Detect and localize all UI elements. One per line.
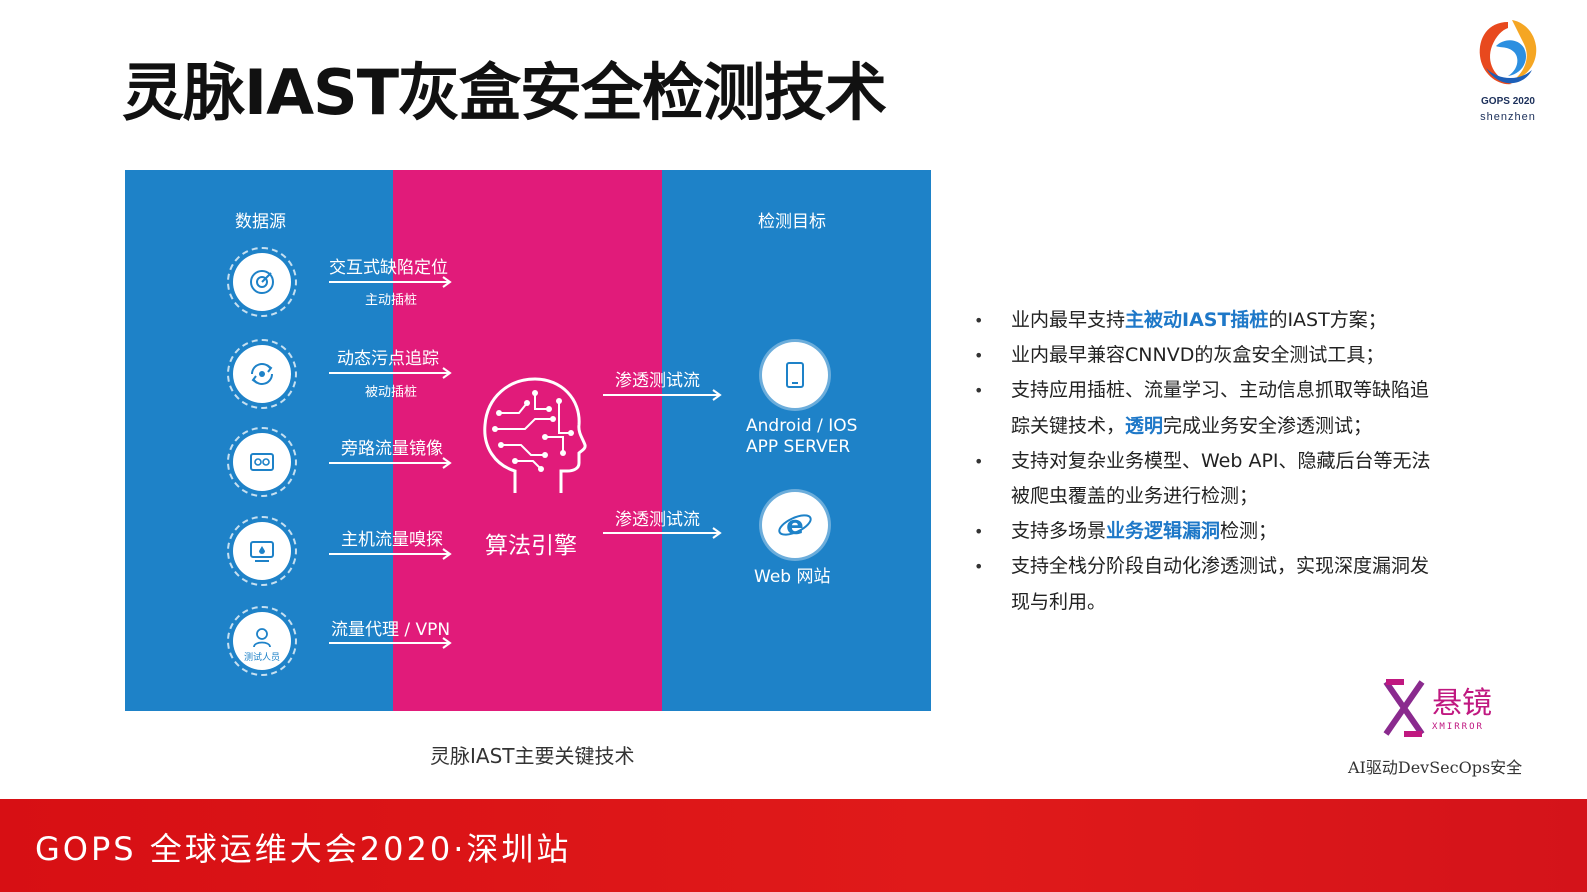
source-circle-5: 测试人员 — [227, 606, 297, 676]
source-label-3: 旁路流量镜像 — [341, 439, 443, 459]
feature-item: • 业内最早兼容CNNVD的灰盒安全测试工具； — [970, 338, 1440, 373]
footer-text: GOPS 全球运维大会2020·深圳站 — [35, 830, 572, 868]
feature-text: 支持全栈分阶段自动化渗透测试，实现深度漏洞发现与利用。 — [1011, 555, 1430, 613]
feature-item: • 支持多场景业务逻辑漏洞检测； — [970, 514, 1440, 549]
target-header: 检测目标 — [758, 212, 826, 232]
feature-text: 完成业务安全渗透测试； — [1163, 414, 1373, 437]
feature-text: 检测； — [1220, 520, 1278, 543]
source-circle-2 — [227, 339, 297, 409]
source-arrow-2 — [329, 367, 452, 379]
phone-icon — [786, 362, 804, 388]
feature-text: 支持多场景 — [1011, 520, 1107, 543]
brand-tagline: AI驱动DevSecOps安全 — [1348, 758, 1523, 777]
source-circle-4 — [227, 516, 297, 586]
brand-name: 悬镜 — [1432, 686, 1492, 721]
target-app-line2: APP SERVER — [746, 437, 851, 457]
browser-icon: e — [778, 511, 812, 541]
target-column — [662, 170, 931, 711]
flow-label-1: 渗透测试流 — [615, 371, 700, 391]
feature-text: 支持应用插桩、流量学习、主动信息抓取等缺陷追踪关键技术， — [1011, 379, 1430, 437]
brand-sub: XMIRROR — [1432, 722, 1484, 732]
flow-arrow-1 — [603, 389, 722, 401]
feature-item: • 支持应用插桩、流量学习、主动信息抓取等缺陷追踪关键技术，透明完成业务安全渗透测… — [970, 373, 1440, 443]
source-arrow-3 — [329, 457, 452, 469]
feature-list: • 业内最早支持主被动IAST插桩的IAST方案； • 业内最早兼容CNNVD的灰盒安… — [970, 303, 1440, 620]
bullet-dot-icon: • — [974, 557, 984, 577]
feature-text: 业内最早兼容CNNVD的灰盒安全测试工具； — [1011, 344, 1385, 367]
target-app-line1: Android / IOS — [746, 416, 858, 436]
bullet-dot-icon: • — [974, 522, 984, 542]
feature-highlight: 业务逻辑漏洞 — [1106, 520, 1221, 543]
ai-brain-icon — [483, 377, 587, 493]
flow-arrow-2 — [603, 527, 722, 539]
refresh-icon — [251, 363, 273, 385]
algorithm-engine-label: 算法引擎 — [485, 533, 577, 559]
footer-bar: GOPS 全球运维大会2020·深圳站 — [0, 799, 1587, 892]
source-sub-2: 被动插桩 — [365, 385, 418, 400]
flow-label-2: 渗透测试流 — [615, 510, 700, 530]
source-label-4: 主机流量嗅探 — [341, 530, 443, 550]
mirror-icon — [250, 453, 274, 471]
source-circle-3 — [227, 427, 297, 497]
source-circle-1 — [227, 247, 297, 317]
feature-item: • 业内最早支持主被动IAST插桩的IAST方案； — [970, 303, 1440, 338]
feature-text: 业内最早支持 — [1011, 309, 1126, 331]
source-label-5: 流量代理 / VPN — [331, 620, 451, 640]
feature-item: • 支持全栈分阶段自动化渗透测试，实现深度漏洞发现与利用。 — [970, 549, 1440, 619]
iast-diagram: 数据源 检测目标 交互式缺陷定位 主动插桩 动态污点追踪 被动插桩 — [125, 170, 931, 711]
bullet-dot-icon: • — [974, 346, 984, 366]
source-label-1: 交互式缺陷定位 — [329, 258, 448, 278]
gops-logo-year: GOPS 2020 — [1481, 96, 1535, 107]
bullet-dot-icon: • — [974, 311, 984, 330]
tester-icon-label: 测试人员 — [244, 651, 280, 663]
source-arrow-4 — [329, 548, 452, 560]
slide-title: 灵脉IAST灰盒安全检测技术 — [122, 56, 887, 129]
feature-text: 支持对复杂业务模型、Web API、隐藏后台等无法被爬虫覆盖的业务进行检测； — [1011, 449, 1431, 508]
gops-emblem-icon — [1479, 20, 1537, 85]
source-label-2: 动态污点追踪 — [337, 349, 439, 369]
monitor-icon — [250, 541, 274, 562]
data-source-header: 数据源 — [235, 212, 286, 232]
xuanjing-logo-icon — [1383, 679, 1425, 737]
user-icon: 测试人员 — [244, 628, 280, 663]
target-web-label: Web 网站 — [754, 567, 831, 587]
source-arrow-1 — [329, 276, 452, 288]
bullet-dot-icon: • — [974, 451, 984, 471]
diagram-caption: 灵脉IAST主要关键技术 — [430, 744, 635, 768]
source-sub-1: 主动插桩 — [365, 293, 418, 308]
feature-highlight: 透明 — [1125, 414, 1164, 437]
target-circle-web: e — [762, 492, 828, 558]
engine-column — [393, 170, 662, 711]
gops-logo: GOPS 2020 shenzhen — [1468, 16, 1548, 128]
radar-icon — [250, 270, 274, 294]
gops-logo-city: shenzhen — [1480, 111, 1536, 123]
target-circle-app — [762, 342, 828, 408]
feature-item: • 支持对复杂业务模型、Web API、隐藏后台等无法被爬虫覆盖的业务进行检测； — [970, 444, 1440, 514]
bullet-dot-icon: • — [974, 381, 984, 401]
source-arrow-5 — [329, 637, 452, 649]
feature-highlight: 主被动IAST插桩 — [1125, 309, 1269, 331]
feature-text: 的IAST方案； — [1268, 309, 1387, 331]
